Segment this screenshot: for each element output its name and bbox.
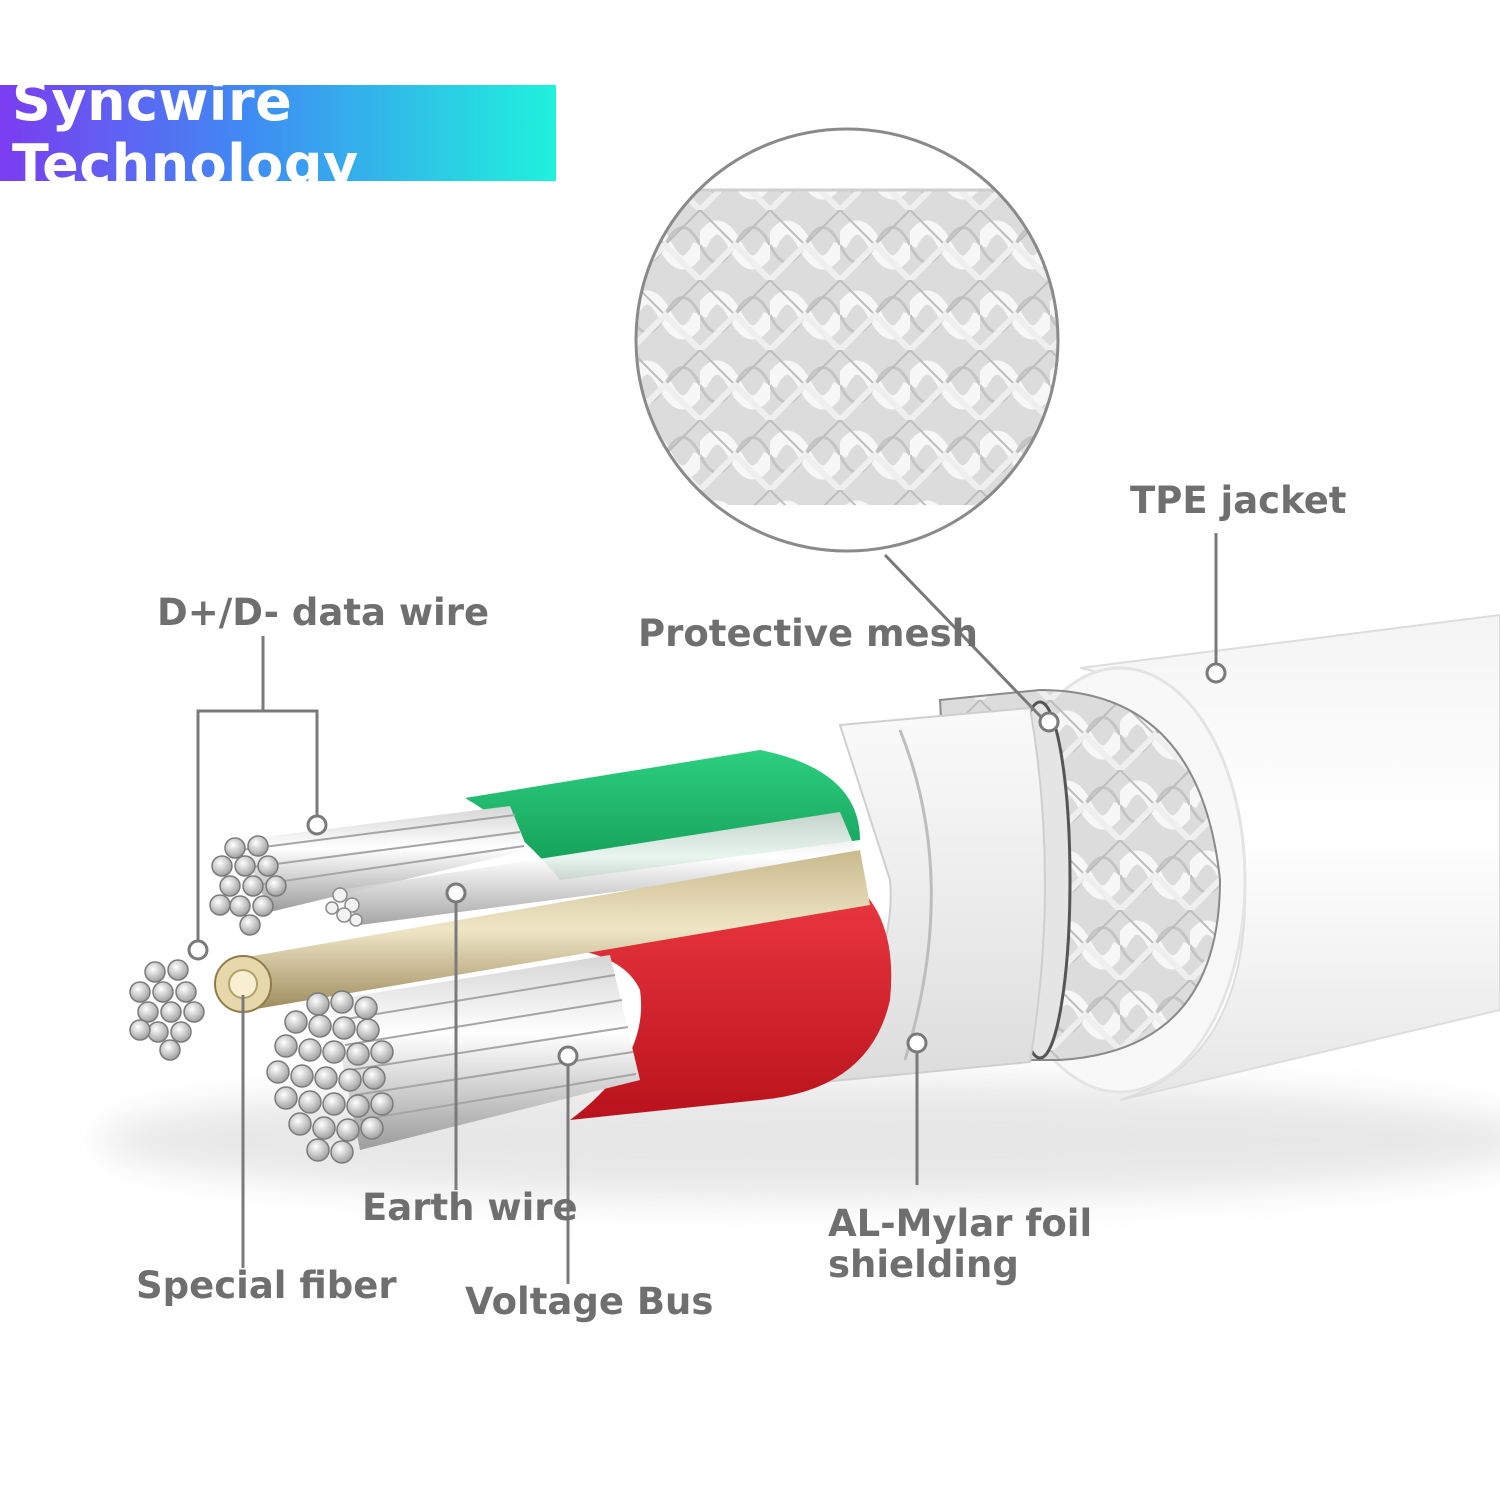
label-foil-shielding: AL-Mylar foil shielding: [828, 1203, 1092, 1285]
label-voltage-bus: Voltage Bus: [465, 1280, 714, 1323]
voltage-bus-strands: [330, 955, 640, 1150]
leader-mesh: [883, 553, 1044, 720]
banner-title: Syncwire Technology: [12, 70, 359, 196]
special-fiber-bundle: [230, 850, 870, 1010]
label-tpe-jacket: TPE jacket: [1130, 479, 1347, 522]
leader-data-wire: [196, 709, 319, 940]
title-banner: Syncwire Technology: [0, 70, 556, 196]
label-foil-line1: AL-Mylar foil: [828, 1202, 1093, 1245]
label-special-fiber: Special fiber: [136, 1264, 397, 1307]
label-earth-wire: Earth wire: [362, 1186, 578, 1229]
label-protective-mesh: Protective mesh: [638, 612, 978, 655]
earth-wire-ends: [325, 887, 363, 927]
data-wire-top-ends: [209, 835, 287, 936]
leader-dots: [187, 662, 1227, 1067]
special-fiber-core: [228, 969, 258, 999]
mesh-zoom-circle: [634, 127, 1060, 553]
leader-lines: [196, 533, 1218, 1284]
voltage-bus-ends: [266, 990, 394, 1164]
earth-wire: [340, 812, 860, 925]
label-data-wire: D+/D- data wire: [157, 591, 490, 634]
data-wire-lower-ends: [129, 959, 205, 1061]
foil-fold: [898, 729, 933, 1061]
label-foil-line2: shielding: [828, 1243, 1019, 1286]
